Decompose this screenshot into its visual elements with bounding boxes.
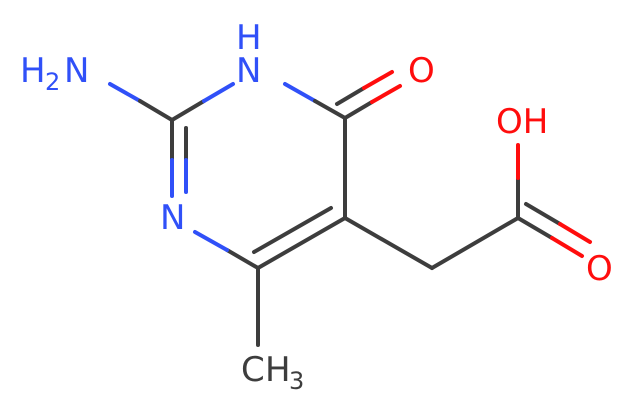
- ring-nh-h-label: H: [236, 18, 262, 58]
- amine-n-label: N: [64, 51, 89, 91]
- bond-amine-c2-c: [138, 99, 174, 122]
- acid-oh-label: OH: [496, 102, 548, 142]
- acid-oxygen-label: O: [586, 249, 613, 289]
- bond-ch2-cooh: [430, 216, 520, 270]
- amine-subscript-label: 2: [45, 68, 60, 96]
- bond-c6-o-b2: [362, 70, 394, 90]
- bond-c4-n3-c: [225, 248, 260, 270]
- bond-c6-o-b1: [335, 86, 366, 106]
- bond-c6-o-a1: [343, 100, 374, 120]
- bond-c4-n3-n: [193, 230, 229, 252]
- bond-c6-o-a2: [370, 84, 402, 104]
- bond-c5-c4: [256, 216, 347, 270]
- ring-nh-n-label: N: [236, 51, 261, 91]
- bond-cooh-o-b1: [524, 202, 562, 226]
- keto-oxygen-label: O: [408, 51, 435, 91]
- bond-cooh-o-a2: [550, 236, 584, 258]
- bond-amine-c2-n: [108, 82, 142, 103]
- bond-c2-n1-n: [202, 82, 235, 103]
- ring-n-label: N: [160, 198, 185, 238]
- amine-h-label: H: [20, 51, 46, 91]
- methyl-h-label: H: [265, 350, 291, 390]
- bond-c2-n1-c: [170, 99, 206, 122]
- bond-n1-c6-n: [283, 82, 317, 103]
- bond-n1-c6-c: [313, 99, 347, 120]
- bond-cooh-o-b2: [558, 222, 592, 244]
- bond-cooh-o-a1: [516, 216, 554, 240]
- bond-c5-c4-inner: [252, 206, 333, 254]
- bond-c5-ch2: [343, 216, 434, 270]
- methyl-subscript-label: 3: [289, 367, 304, 395]
- methyl-c-label: C: [241, 350, 265, 390]
